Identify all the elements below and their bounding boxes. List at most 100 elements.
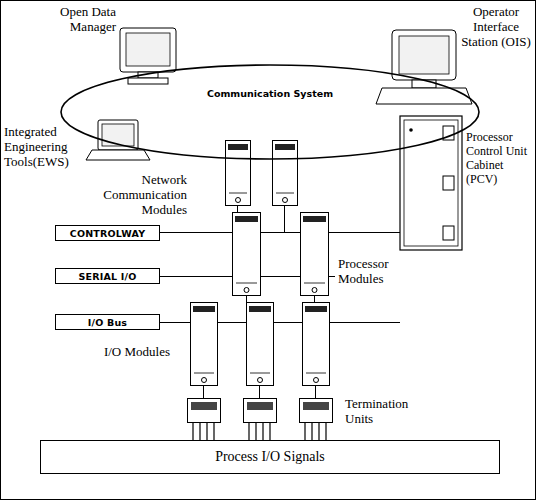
bus-line — [160, 232, 400, 233]
module — [303, 303, 330, 386]
monitor-stand — [412, 80, 436, 88]
module-faceplate — [235, 216, 258, 222]
wire — [315, 385, 316, 398]
screen — [126, 33, 170, 66]
terminal-pin — [206, 422, 207, 440]
node-text: CONTROLWAY — [70, 228, 146, 239]
wire — [284, 205, 285, 232]
terminal-pin — [311, 422, 312, 440]
module — [233, 213, 261, 296]
module-latch — [244, 288, 249, 293]
label-text: Processor Control Unit Cabinet (PCV) — [466, 130, 527, 186]
module-body — [303, 303, 330, 386]
module-body — [233, 213, 261, 296]
module-slot — [236, 283, 257, 284]
label-text: Open Data Manager — [60, 4, 116, 34]
module-slot — [194, 373, 214, 374]
module-faceplate — [249, 306, 271, 312]
wire — [203, 385, 204, 398]
label-text: I/O Modules — [104, 344, 170, 359]
terminal-strip — [191, 402, 217, 410]
node-text: SERIAL I/O — [79, 271, 137, 282]
cabinet-lamp — [409, 128, 413, 132]
laptop-base — [86, 150, 150, 160]
node-text: Communication System — [207, 88, 333, 99]
terminal-pin — [262, 422, 263, 440]
cabinet-label: Processor Control Unit Cabinet (PCV) — [466, 130, 532, 186]
module-faceplate — [193, 306, 215, 312]
module-slot — [229, 193, 247, 194]
termination-body — [244, 399, 277, 423]
station-label: Operator Interface Station (OIS) — [460, 4, 532, 49]
module-body — [226, 141, 251, 206]
module-label: Termination Units — [345, 396, 435, 426]
module-latch — [258, 378, 263, 383]
monitor-base — [128, 78, 168, 84]
module-faceplate — [305, 306, 327, 312]
module-latch — [202, 378, 207, 383]
screen — [399, 36, 449, 74]
terminal-pin — [213, 422, 214, 440]
modules — [188, 141, 333, 441]
terminal-pin — [199, 422, 200, 440]
label-text: Operator Interface Station (OIS) — [461, 4, 531, 49]
termination-unit — [244, 399, 277, 441]
module — [191, 303, 218, 386]
bus-label-box: CONTROLWAY — [55, 225, 160, 241]
termination-body — [188, 399, 221, 423]
module — [247, 303, 274, 386]
module-label: I/O Modules — [66, 344, 170, 359]
label-text: Integrated Engineering Tools(EWS) — [4, 124, 69, 169]
module-slot — [276, 193, 294, 194]
bus-label-box: SERIAL I/O — [55, 268, 160, 284]
module-slot — [306, 373, 326, 374]
module — [226, 141, 251, 206]
label-text: Termination Units — [345, 396, 408, 426]
module-latch — [283, 198, 288, 203]
terminal-pin — [192, 422, 193, 440]
cabinet-panel — [443, 226, 454, 240]
module-faceplate — [303, 216, 326, 222]
module-body — [301, 213, 329, 296]
module-label: Processor Modules — [338, 256, 422, 286]
module-body — [273, 141, 298, 206]
monitor — [120, 28, 176, 72]
monitor — [392, 30, 456, 80]
module-latch — [312, 288, 317, 293]
node-text: I/O Bus — [88, 317, 127, 328]
ring-outline — [60, 64, 480, 160]
terminal-pin — [318, 422, 319, 440]
module-latch — [314, 378, 319, 383]
terminal-pin — [248, 422, 249, 440]
module — [301, 213, 329, 296]
cabinet-panel — [443, 176, 454, 190]
network-ring: Communication System — [60, 64, 480, 160]
wire — [259, 385, 260, 398]
terminal-strip — [247, 402, 273, 410]
terminal-strip — [303, 402, 329, 410]
module — [273, 141, 298, 206]
terminal-pin — [325, 422, 326, 440]
label-text: Processor Modules — [338, 256, 389, 286]
terminal-pin — [304, 422, 305, 440]
termination-unit — [300, 399, 333, 441]
module-slot — [304, 283, 325, 284]
terminal-pin — [269, 422, 270, 440]
label-text: Network Communication Modules — [103, 172, 187, 217]
communication-ring — [61, 65, 479, 159]
laptop-screen — [98, 120, 138, 150]
module-latch — [236, 198, 241, 203]
module-faceplate — [275, 144, 295, 150]
termination-unit — [188, 399, 221, 441]
module-slot — [250, 373, 270, 374]
module-body — [191, 303, 218, 386]
screen — [102, 124, 134, 146]
module-label: Network Communication Modules — [95, 172, 187, 217]
module-body — [247, 303, 274, 386]
station-label: Integrated Engineering Tools(EWS) — [4, 124, 92, 169]
termination-body — [300, 399, 333, 423]
bus-label-box: I/O Bus — [55, 314, 160, 330]
module-faceplate — [228, 144, 248, 150]
